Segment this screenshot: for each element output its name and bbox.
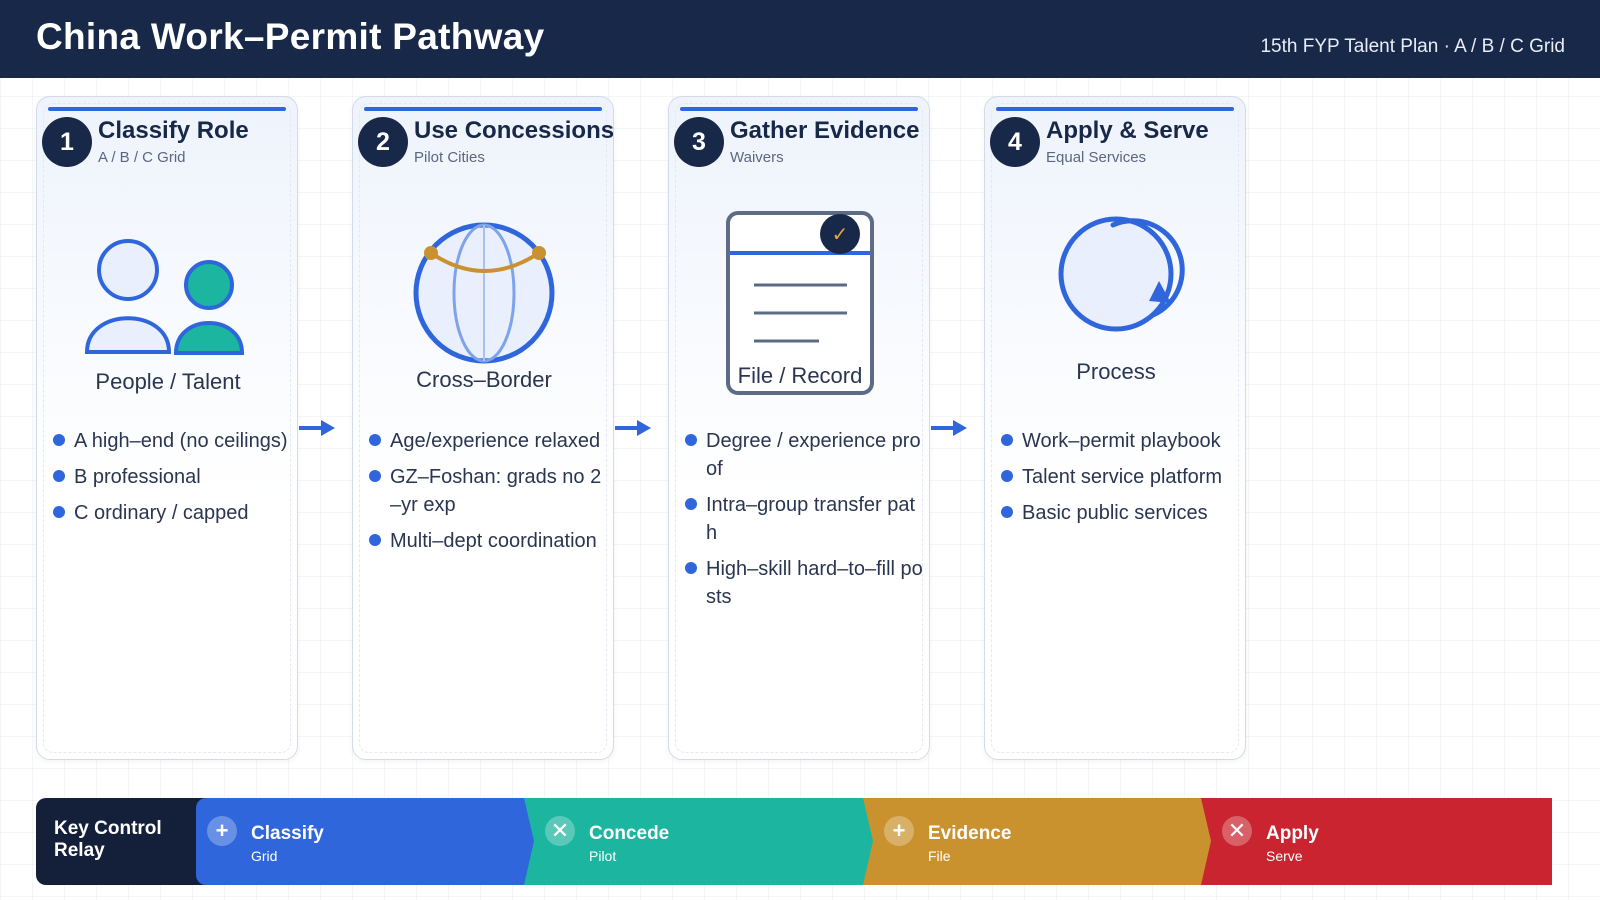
relay-title: Key Control Relay	[36, 798, 206, 885]
step-subtitle: Waivers	[730, 149, 784, 166]
bullet-list: Age/experience relaxed GZ–Foshan: grads …	[367, 427, 607, 563]
step-card-concessions: 2 Use Concessions Pilot Cities Cross–Bor…	[352, 96, 614, 760]
segment-sublabel: Pilot	[589, 848, 617, 864]
segment-label: Classify	[251, 823, 324, 844]
step-number-badge: 2	[358, 117, 408, 167]
step-subtitle: Equal Services	[1046, 149, 1147, 166]
list-item: Multi–dept coordination	[367, 527, 607, 555]
step-title: Apply & Serve	[1046, 117, 1209, 144]
people-icon	[37, 207, 299, 407]
illustration-label: People / Talent	[95, 369, 241, 394]
list-item: Talent service platform	[999, 463, 1239, 491]
bullet-list: Degree / experience proof Intra–group tr…	[683, 427, 923, 619]
list-item: Age/experience relaxed	[367, 427, 607, 455]
relay-segment-classify: + Classify Grid	[196, 798, 534, 885]
segment-label: Concede	[589, 823, 670, 844]
step-number-badge: 1	[42, 117, 92, 167]
list-item: GZ–Foshan: grads no 2–yr exp	[367, 463, 607, 519]
segment-sublabel: Serve	[1266, 848, 1303, 864]
step-title: Classify Role	[98, 117, 249, 144]
step-subtitle: Pilot Cities	[414, 149, 485, 166]
list-item: High–skill hard–to–fill posts	[683, 555, 923, 611]
cross-icon: ✕	[545, 816, 575, 846]
plus-icon: +	[207, 816, 237, 846]
step-title: Gather Evidence	[730, 117, 920, 144]
globe-icon	[353, 207, 615, 407]
step-title: Use Concessions	[414, 117, 615, 144]
relay-segment-apply: ✕ Apply Serve	[1201, 798, 1552, 885]
page-title: China Work–Permit Pathway	[36, 16, 545, 57]
segment-sublabel: Grid	[251, 848, 278, 864]
arrow-right-icon	[615, 420, 651, 436]
card-accent-bar	[996, 107, 1234, 111]
segment-label: Apply	[1266, 823, 1319, 844]
list-item: C ordinary / capped	[51, 499, 291, 527]
list-item: Degree / experience proof	[683, 427, 923, 483]
step-card-evidence: 3 Gather Evidence Waivers ✓ File / Recor…	[668, 96, 930, 760]
list-item: Intra–group transfer path	[683, 491, 923, 547]
cross-icon: ✕	[1222, 816, 1252, 846]
illustration-label: Process	[1076, 359, 1156, 384]
relay-segment-evidence: + Evidence File	[863, 798, 1211, 885]
illustration-label: File / Record	[737, 363, 863, 388]
step-number-badge: 4	[990, 117, 1040, 167]
list-item: Basic public services	[999, 499, 1239, 527]
illustration-label: Cross–Border	[416, 367, 552, 392]
page-subtitle: 15th FYP Talent Plan · A / B / C Grid	[1260, 36, 1565, 57]
plus-icon: +	[884, 816, 914, 846]
step-number-badge: 3	[674, 117, 724, 167]
arrow-right-icon	[931, 420, 967, 436]
list-item: Work–permit playbook	[999, 427, 1239, 455]
card-accent-bar	[48, 107, 286, 111]
segment-sublabel: File	[928, 848, 951, 864]
step-card-classify: 1 Classify Role A / B / C Grid People / …	[36, 96, 298, 760]
step-card-apply: 4 Apply & Serve Equal Services Process W…	[984, 96, 1246, 760]
arrow-right-icon	[299, 420, 335, 436]
bullet-list: Work–permit playbook Talent service plat…	[999, 427, 1239, 535]
svg-text:✓: ✓	[832, 222, 849, 246]
card-accent-bar	[680, 107, 918, 111]
key-control-relay: Key Control Relay + Classify Grid ✕ Conc…	[36, 798, 1552, 885]
card-accent-bar	[364, 107, 602, 111]
list-item: B professional	[51, 463, 291, 491]
bullet-list: A high–end (no ceilings) B professional …	[51, 427, 291, 535]
list-item: A high–end (no ceilings)	[51, 427, 291, 455]
document-check-icon: ✓	[669, 207, 931, 407]
cycle-icon	[985, 207, 1247, 407]
header-bar: China Work–Permit Pathway 15th FYP Talen…	[0, 0, 1600, 78]
segment-label: Evidence	[928, 823, 1012, 844]
relay-segment-concede: ✕ Concede Pilot	[524, 798, 873, 885]
step-subtitle: A / B / C Grid	[98, 149, 186, 166]
